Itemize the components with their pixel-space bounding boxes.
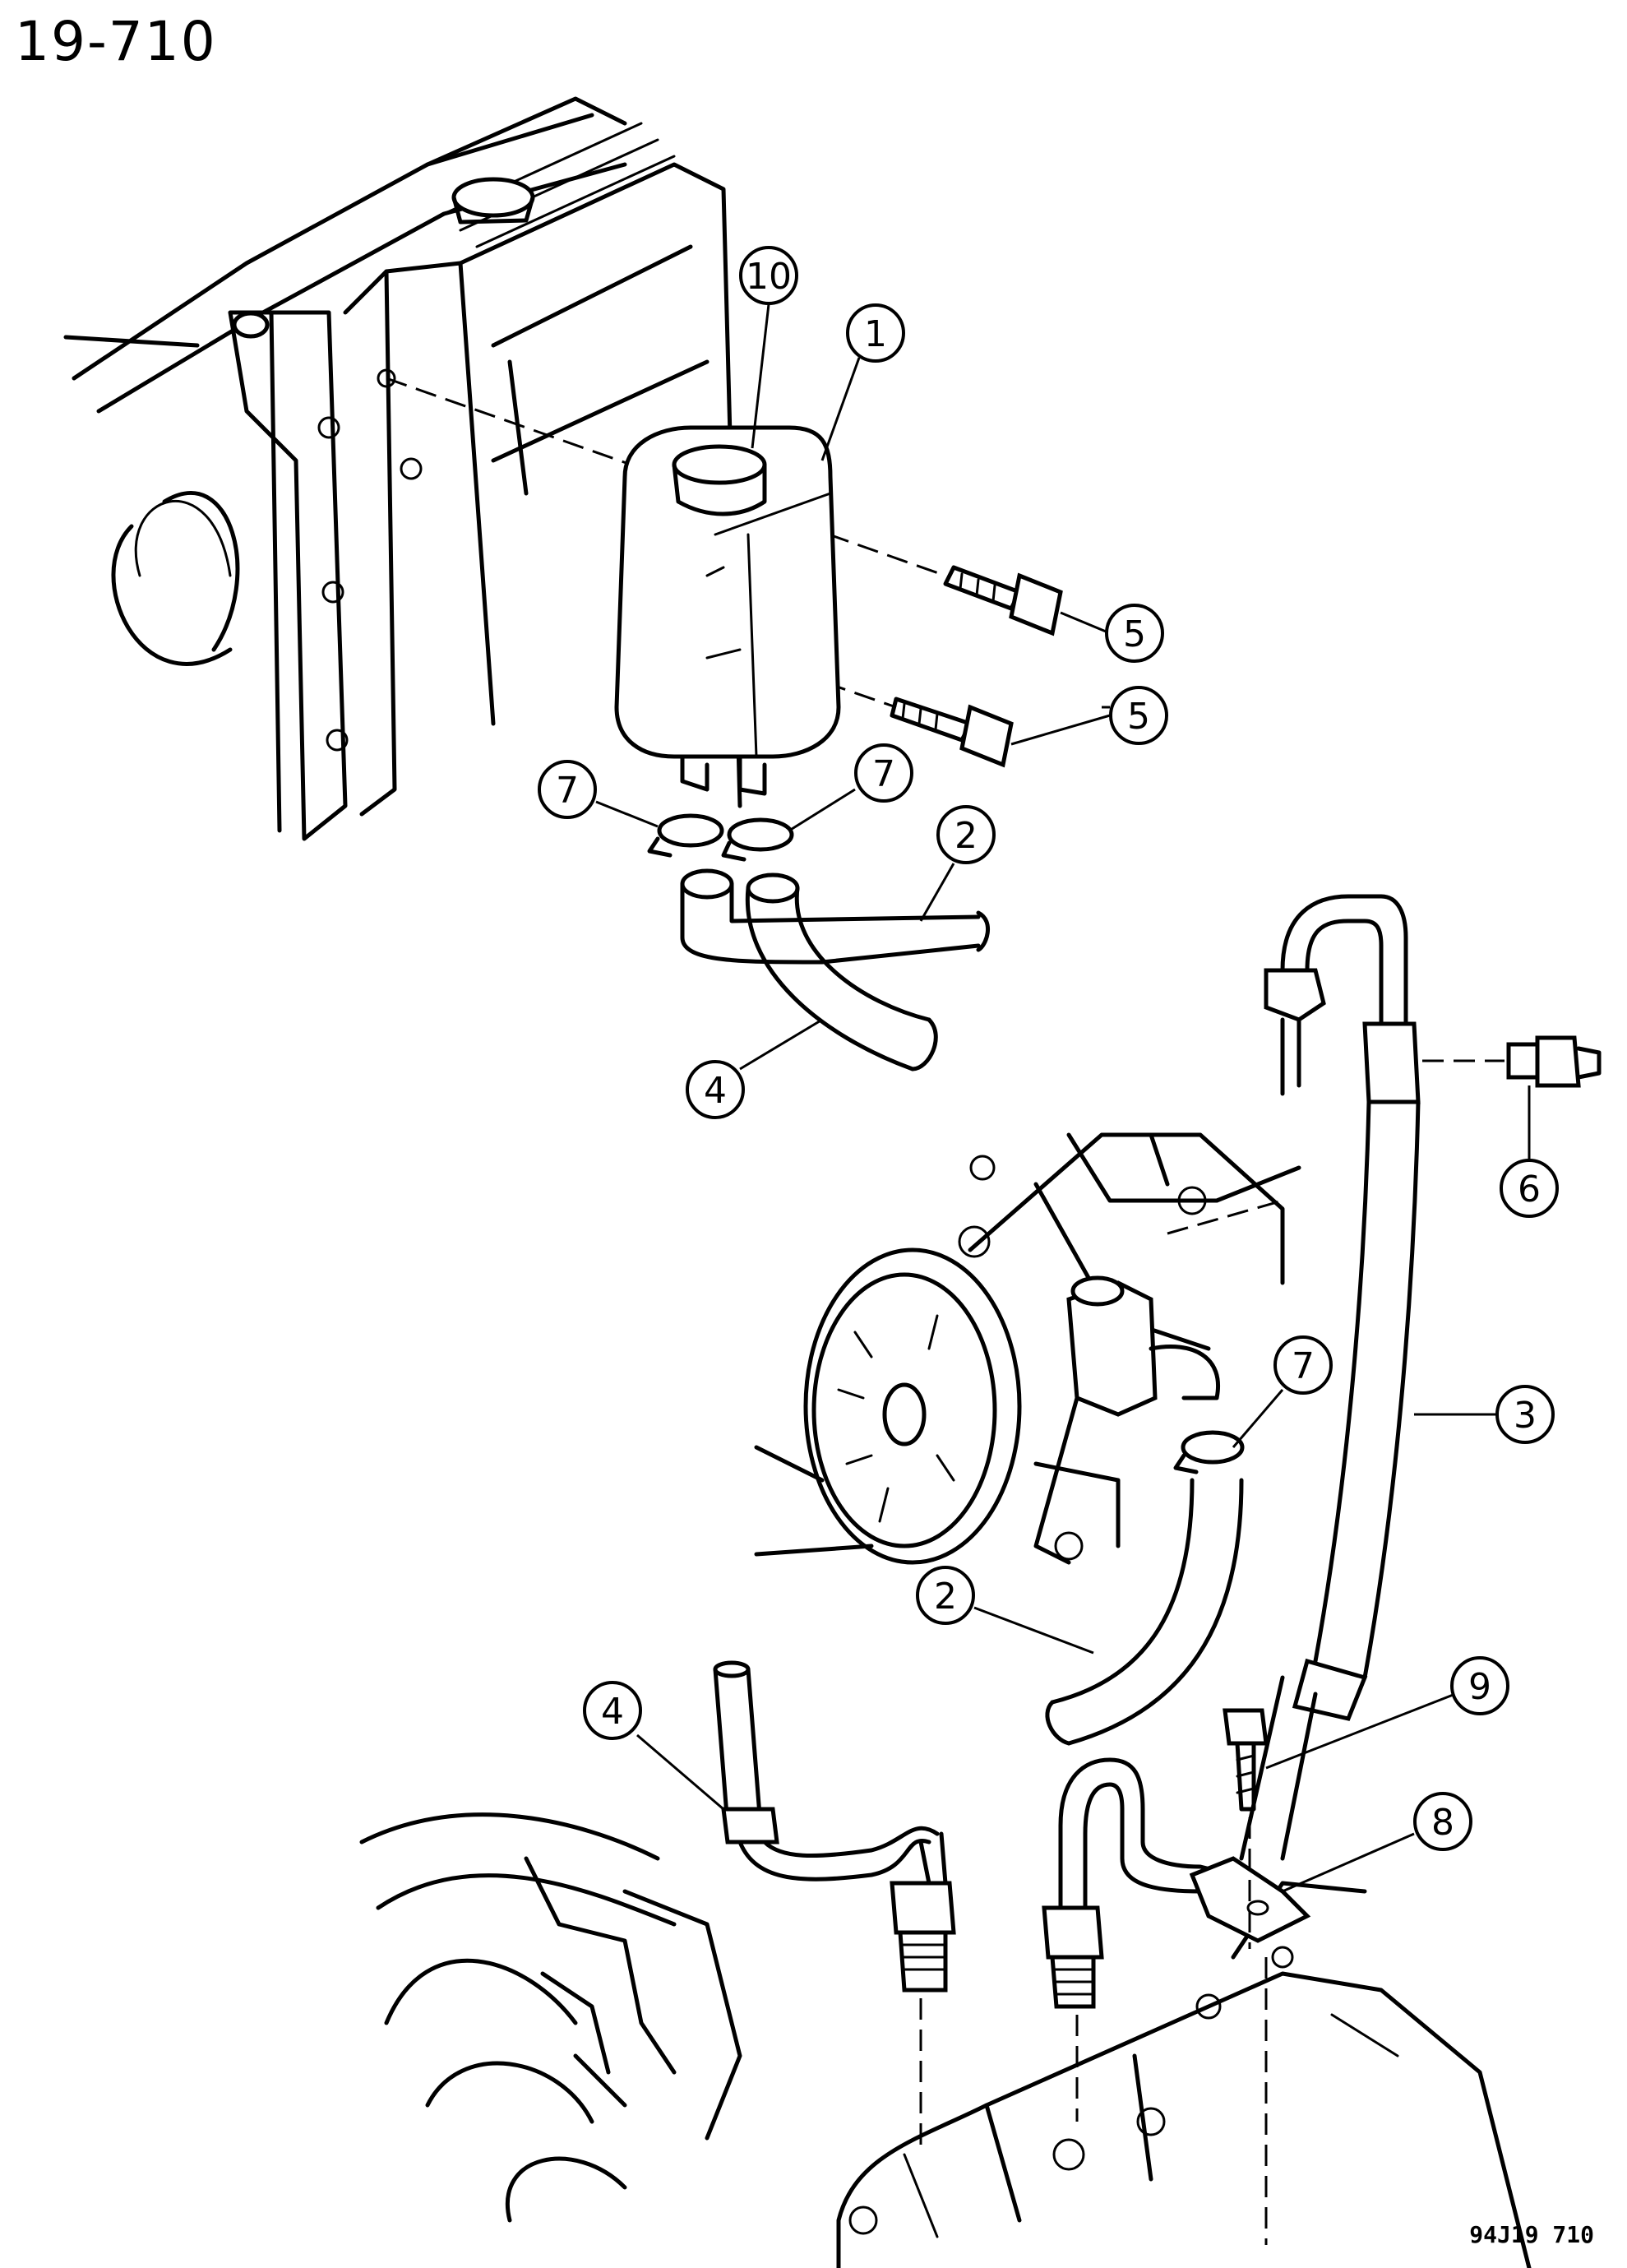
steering-gear-housing bbox=[359, 1812, 1532, 2268]
callout-label: 2 bbox=[954, 815, 978, 857]
bolt-upper bbox=[943, 565, 1063, 636]
bracket-bolt bbox=[1223, 1708, 1269, 2245]
callout-label: 7 bbox=[556, 770, 579, 812]
callout-4-lower: 4 bbox=[583, 1681, 642, 1740]
callout-label: 5 bbox=[1123, 613, 1146, 655]
callout-label: 2 bbox=[934, 1576, 957, 1618]
callout-2-upper: 2 bbox=[936, 805, 996, 864]
callout-7-left: 7 bbox=[538, 760, 597, 819]
callout-label: 9 bbox=[1468, 1666, 1491, 1708]
callout-2-lower: 2 bbox=[916, 1566, 975, 1625]
callout-7-right: 7 bbox=[854, 743, 913, 803]
reference-code: 94J19 710 bbox=[1469, 2221, 1594, 2248]
hose-clamp-left bbox=[647, 813, 724, 858]
reservoir-cap bbox=[672, 444, 767, 516]
leader-lines bbox=[595, 303, 1531, 1893]
callout-3: 3 bbox=[1495, 1385, 1555, 1444]
callout-label: 3 bbox=[1514, 1395, 1537, 1437]
callout-6: 6 bbox=[1500, 1159, 1559, 1218]
hose-2-upper bbox=[680, 868, 991, 965]
callout-10: 10 bbox=[739, 246, 798, 305]
pressure-tube-lower bbox=[1042, 1675, 1318, 2122]
callout-label: 8 bbox=[1431, 1802, 1454, 1844]
callout-7-pump: 7 bbox=[1273, 1335, 1333, 1395]
return-tube-lower bbox=[713, 1660, 956, 2155]
callout-label: 7 bbox=[872, 753, 895, 795]
callout-5-upper: 5 bbox=[1105, 604, 1164, 663]
reservoir bbox=[614, 425, 841, 796]
callout-label: 4 bbox=[704, 1070, 727, 1112]
page-number: 19-710 bbox=[15, 10, 217, 73]
hose-4-upper bbox=[745, 872, 938, 1072]
bolt-lower bbox=[890, 697, 1014, 768]
callout-9: 9 bbox=[1450, 1656, 1509, 1715]
hose-clamp-right bbox=[721, 817, 794, 862]
callout-label: 1 bbox=[864, 313, 887, 355]
callout-5-lower: 5 bbox=[1109, 686, 1168, 745]
radiator-structure bbox=[63, 96, 742, 841]
hose-2-lower bbox=[1045, 1478, 1244, 1746]
pressure-hose bbox=[1264, 894, 1421, 1721]
callout-label: 10 bbox=[746, 256, 792, 298]
pressure-switch bbox=[1422, 1035, 1602, 1088]
power-steering-pump bbox=[754, 1132, 1301, 1565]
hose-clamp-pump bbox=[1173, 1430, 1245, 1474]
callout-4-upper: 4 bbox=[686, 1060, 745, 1119]
callout-label: 6 bbox=[1518, 1169, 1541, 1210]
callout-label: 4 bbox=[601, 1691, 624, 1733]
callout-label: 7 bbox=[1292, 1345, 1315, 1387]
callout-1: 1 bbox=[846, 303, 905, 363]
callout-label: 5 bbox=[1127, 696, 1150, 738]
callout-8: 8 bbox=[1413, 1792, 1472, 1851]
